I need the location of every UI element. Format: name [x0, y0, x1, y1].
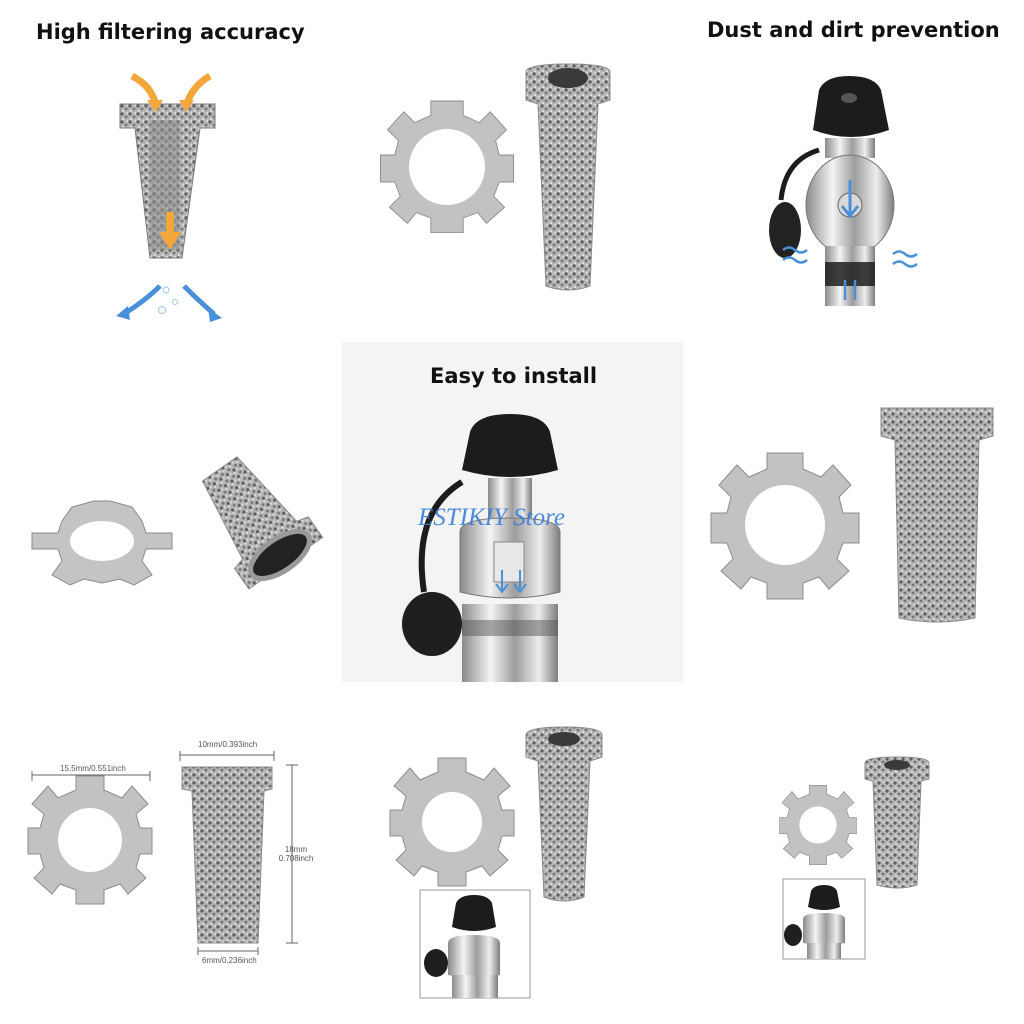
washer-and-filter-image [379, 63, 611, 291]
dimension-drawing [27, 751, 298, 955]
air-in-arrow-icon [840, 180, 860, 219]
sintered-filter-icon [525, 726, 603, 902]
washer-and-filter-large-image [710, 407, 994, 623]
cell-filtering-accuracy: High filtering accuracy [0, 0, 340, 340]
washer-filter-small-image [779, 756, 930, 960]
flow-down-arrow-icon [166, 212, 174, 234]
black-knob [813, 76, 889, 137]
sintered-filter-angled-icon [201, 456, 324, 590]
dust-cap-icon [769, 202, 801, 258]
black-knob [462, 414, 558, 477]
cell-product-angled [0, 340, 340, 685]
dimension-filter-bottom: 6mm/0.236inch [202, 956, 257, 965]
washer-filter-inset-image [389, 726, 603, 999]
filter-core [150, 120, 180, 250]
dust-cap-icon [402, 592, 462, 656]
cell-dimensions: 15.5mm/0.551inch 10mm/0.393inch 18mm 0.7… [0, 685, 340, 1024]
cell-product-bottom [340, 685, 685, 1024]
heading-filtering-accuracy: High filtering accuracy [36, 20, 305, 44]
cell-dust-prevention: Dust and dirt prevention [685, 0, 1024, 340]
air-wave-left-icon [782, 246, 808, 264]
dimension-washer-width: 15.5mm/0.551inch [60, 764, 126, 773]
lock-washer-icon [379, 100, 515, 233]
washer-and-filter-angled-image [31, 456, 324, 590]
cell-product-right [683, 340, 1024, 685]
filter-insert-arrow-icon [495, 570, 527, 594]
outflow-arrow-left-icon [122, 284, 162, 317]
sintered-filter-icon [880, 407, 994, 623]
regulator-inset-thumbnail [782, 878, 866, 960]
sintered-filter-icon [864, 756, 930, 889]
cell-product-small [685, 685, 1024, 1024]
lock-washer-icon [779, 785, 857, 865]
filter-cutaway-illustration [116, 72, 222, 322]
heading-dust-prevention: Dust and dirt prevention [707, 18, 1000, 42]
dimension-filter-height: 18mm 0.708inch [278, 845, 314, 863]
regulator-inset-thumbnail [419, 889, 531, 999]
heading-easy-install: Easy to install [430, 364, 598, 388]
dimension-filter-top: 10mm/0.393inch [198, 740, 258, 749]
lock-washer-icon [389, 757, 515, 887]
dust-cap-tether [418, 479, 464, 593]
cell-product-top [340, 0, 685, 340]
lock-washer-icon [710, 452, 860, 600]
dust-cap-tether [778, 147, 820, 201]
regulator-install-image [402, 414, 561, 682]
lock-washer-icon [27, 775, 153, 905]
lock-washer-flat-icon [31, 500, 173, 586]
sintered-filter-icon [181, 766, 273, 944]
sintered-filter-icon [525, 63, 611, 291]
cell-easy-install: Easy to install ESTIKIY Store [342, 342, 683, 682]
regulator-first-stage-image [769, 76, 918, 306]
air-wave-right-icon [892, 250, 918, 268]
store-watermark: ESTIKIY Store [418, 504, 565, 531]
